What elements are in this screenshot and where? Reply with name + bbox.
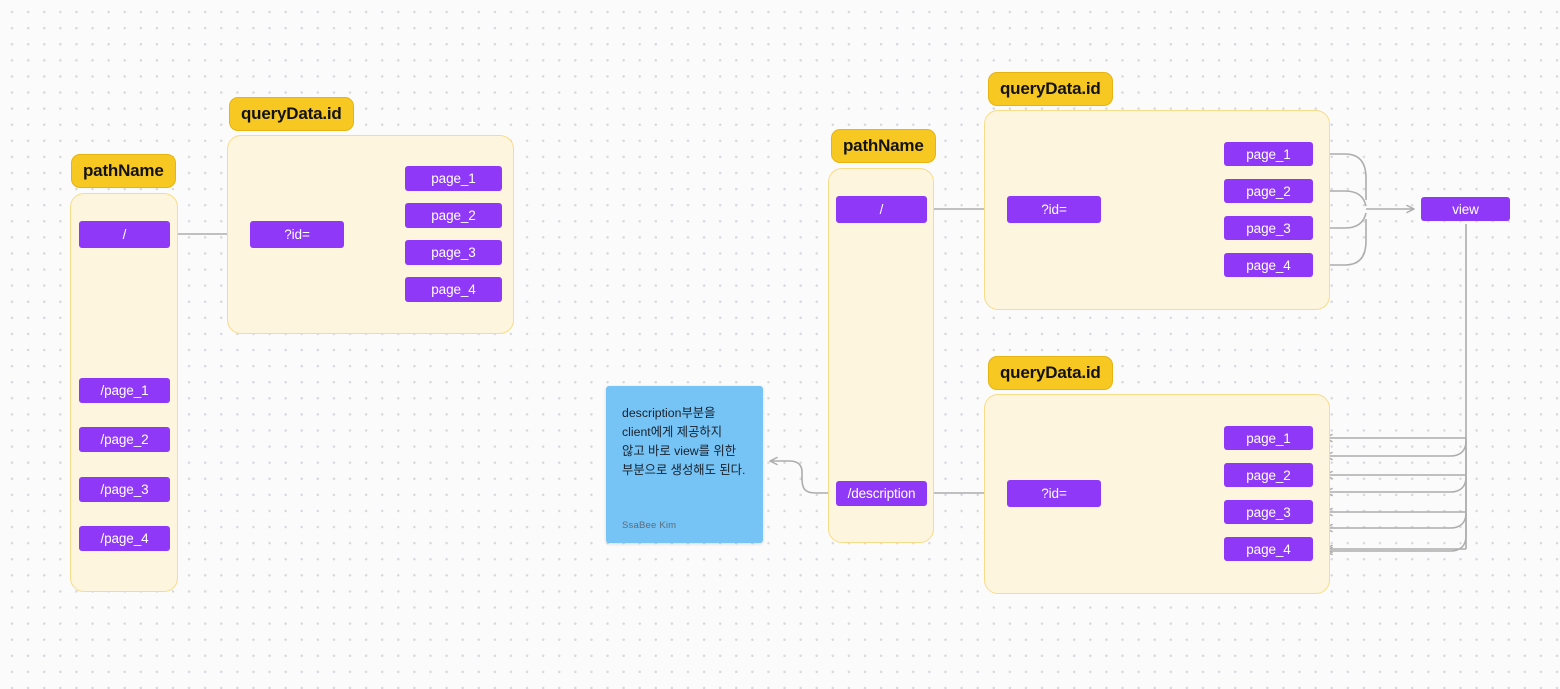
badge-querydata-bottom-right[interactable]: queryData.id	[988, 356, 1113, 390]
edge-description-to-sticky	[769, 456, 834, 494]
node-left-q-page-2[interactable]: page_2	[405, 203, 502, 228]
badge-querydata-left[interactable]: queryData.id	[229, 97, 354, 131]
node-tr-page-4[interactable]: page_4	[1224, 253, 1313, 277]
node-br-page-2[interactable]: page_2	[1224, 463, 1313, 487]
sticky-note[interactable]: description부분을 client에게 제공하지 않고 바로 view를…	[606, 386, 763, 543]
edge-view-to-br-page2-seg	[1324, 476, 1467, 497]
edge-view-to-br-page1-seg	[1324, 440, 1467, 461]
node-br-page-4[interactable]: page_4	[1224, 537, 1313, 561]
node-left-q-page-1[interactable]: page_1	[405, 166, 502, 191]
badge-pathname-left[interactable]: pathName	[71, 154, 176, 188]
node-left-page-4[interactable]: /page_4	[79, 526, 170, 551]
node-mid-description[interactable]: /description	[836, 481, 927, 506]
group-pathname-mid[interactable]	[828, 168, 934, 543]
node-view[interactable]: view	[1421, 197, 1510, 221]
node-left-page-2[interactable]: /page_2	[79, 427, 170, 452]
edge-view-to-br-page4	[1324, 224, 1467, 556]
node-tr-page-3[interactable]: page_3	[1224, 216, 1313, 240]
node-left-page-3[interactable]: /page_3	[79, 477, 170, 502]
node-tr-page-2[interactable]: page_2	[1224, 179, 1313, 203]
node-tr-page-1[interactable]: page_1	[1224, 142, 1313, 166]
node-left-q-page-3[interactable]: page_3	[405, 240, 502, 265]
node-br-page-1[interactable]: page_1	[1224, 426, 1313, 450]
node-left-q-page-4[interactable]: page_4	[405, 277, 502, 302]
sticky-note-author: SsaBee Kim	[622, 520, 677, 531]
node-left-root[interactable]: /	[79, 221, 170, 248]
edge-view-to-br-page3-seg	[1324, 512, 1467, 533]
node-br-query-id[interactable]: ?id=	[1007, 480, 1101, 507]
node-mid-root[interactable]: /	[836, 196, 927, 223]
node-left-page-1[interactable]: /page_1	[79, 378, 170, 403]
node-left-query-id[interactable]: ?id=	[250, 221, 344, 248]
sticky-note-text: description부분을 client에게 제공하지 않고 바로 view를…	[622, 406, 746, 478]
node-tr-query-id[interactable]: ?id=	[1007, 196, 1101, 223]
badge-querydata-top-right[interactable]: queryData.id	[988, 72, 1113, 106]
badge-pathname-mid[interactable]: pathName	[831, 129, 936, 163]
node-br-page-3[interactable]: page_3	[1224, 500, 1313, 524]
